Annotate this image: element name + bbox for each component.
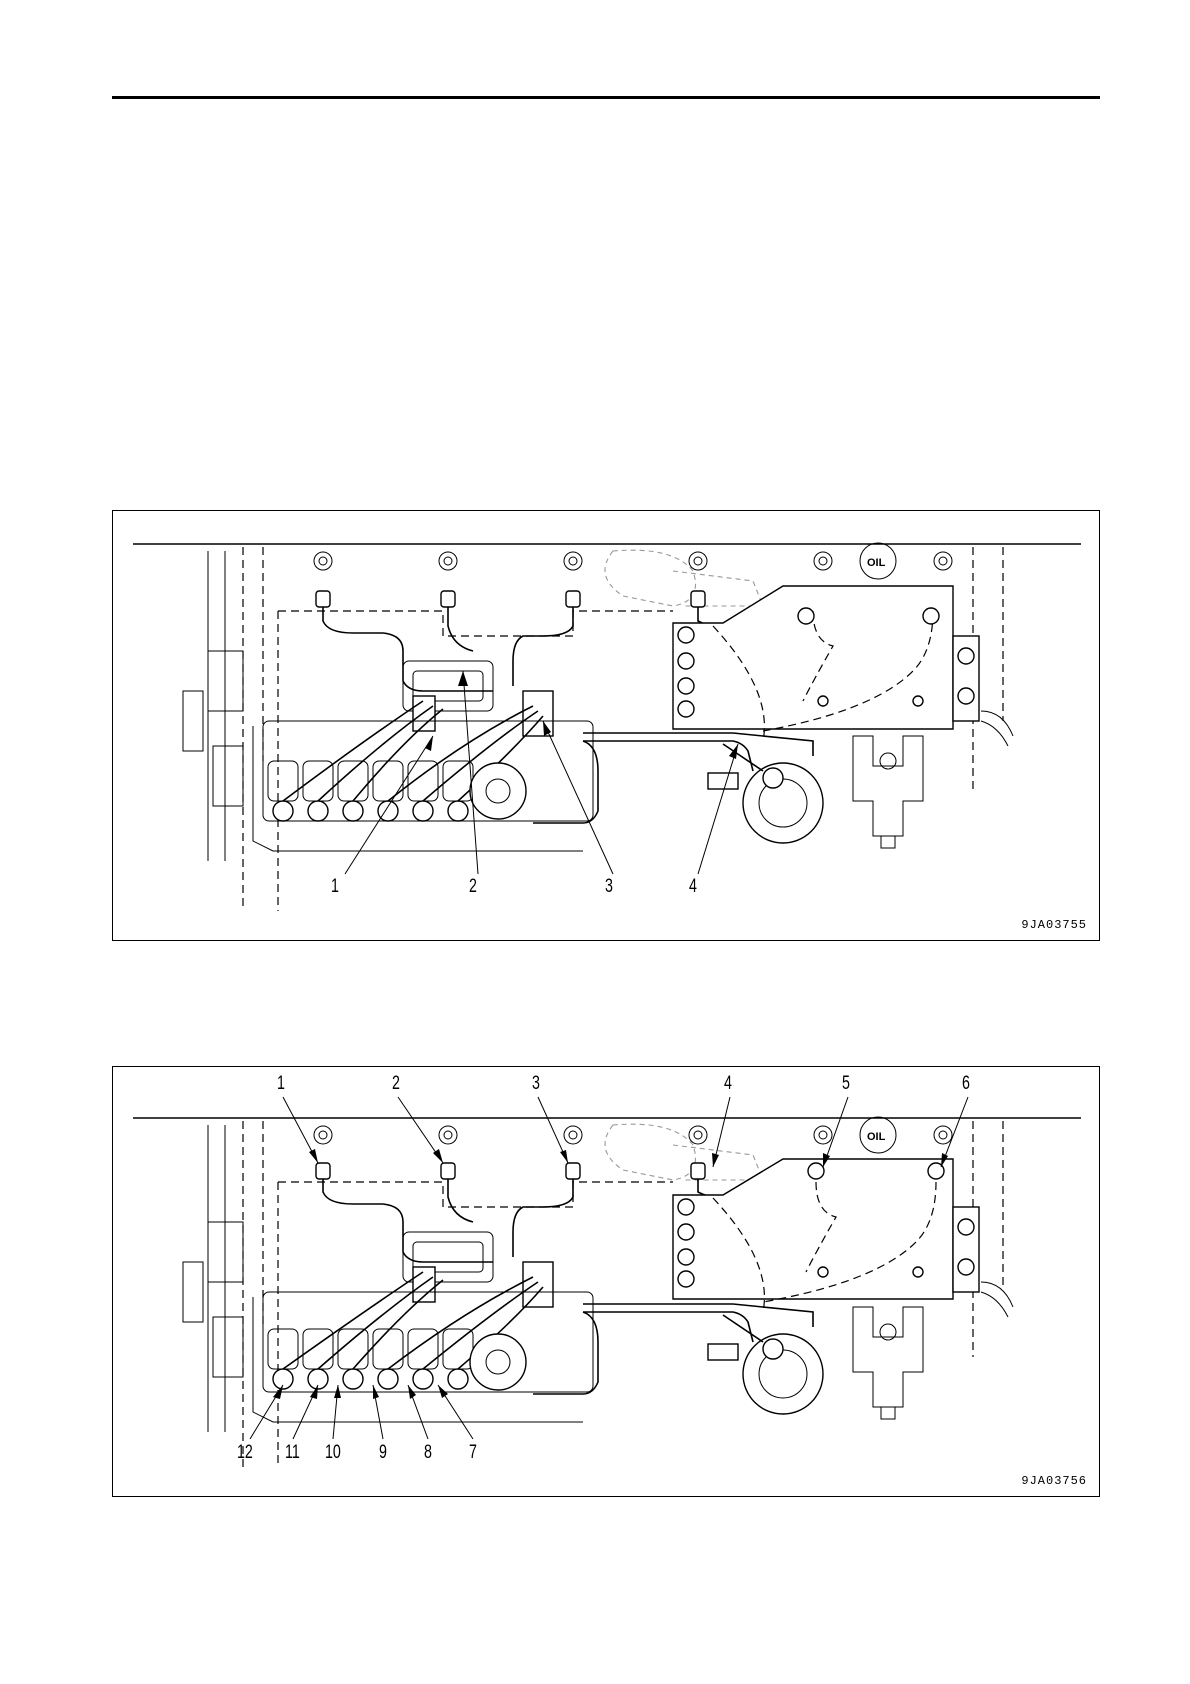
callout-6: 6 [962, 1074, 970, 1093]
callout-10: 10 [325, 1443, 341, 1462]
callout-9: 9 [379, 1443, 387, 1462]
callout-3: 3 [605, 877, 613, 896]
callout-1: 1 [277, 1074, 285, 1093]
callout-7: 7 [469, 1443, 477, 1462]
header-rule [112, 96, 1100, 99]
callout-4: 4 [724, 1074, 732, 1093]
callout-1: 1 [331, 877, 339, 896]
figure-9ja03756: OIL [112, 1066, 1100, 1497]
oil-stamp: OIL [867, 557, 886, 569]
oil-stamp: OIL [867, 1131, 886, 1143]
callout-11: 11 [285, 1443, 300, 1462]
figure-code: 9JA03755 [1021, 918, 1087, 932]
engine-drawing-2: OIL [113, 1067, 1099, 1496]
callout-8: 8 [424, 1443, 432, 1462]
callout-5: 5 [842, 1074, 850, 1093]
callout-4: 4 [689, 877, 697, 896]
figure-code: 9JA03756 [1021, 1474, 1087, 1488]
callout-2: 2 [469, 877, 477, 896]
callout-3: 3 [532, 1074, 540, 1093]
callout-12: 12 [237, 1443, 253, 1462]
callout-2: 2 [392, 1074, 400, 1093]
figure-9ja03755: OIL [112, 510, 1100, 941]
